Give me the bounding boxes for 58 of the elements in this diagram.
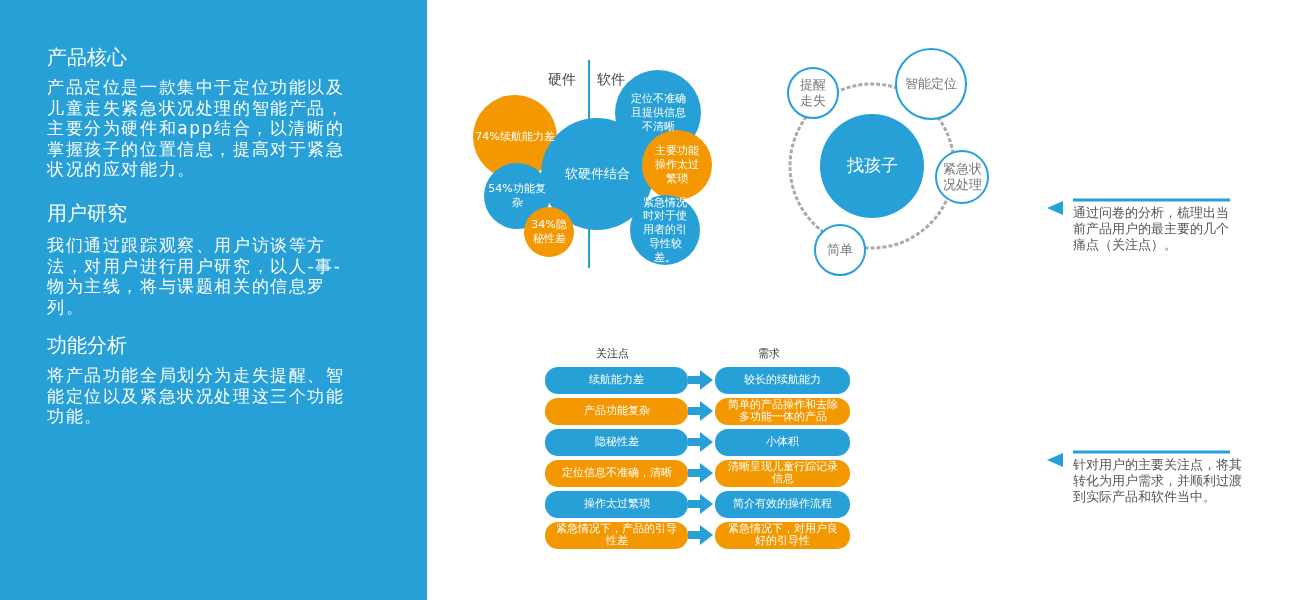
pill-label: 紧急情况下，对用户良好的引导性 <box>726 523 839 547</box>
arrow <box>688 494 713 514</box>
pill-box <box>715 428 850 456</box>
outline-circle <box>935 150 989 204</box>
bubble-label: 主要功能操作太过繁琐 <box>654 144 700 186</box>
bubble-label: 找孩子 <box>845 155 899 177</box>
paragraph: 产品定位是一款集中于定位功能以及儿童走失紧急状况处理的智能产品，主要分为硬件和app结合，以清晰的掌握孩子的位置信息，提高对于紧急状况的应对能力。 <box>47 77 346 180</box>
paragraph: 将产品功能全局划分为走失提醒、智能定位以及紧急状况处理这三个功能功能。 <box>47 365 346 427</box>
arrow <box>688 525 713 545</box>
outline-circle <box>787 67 839 119</box>
bubble-label: 定位不准确且提供信息不清晰 <box>629 92 687 134</box>
section-heading: 产品核心 <box>47 44 128 70</box>
pill-box <box>715 490 850 518</box>
note-text: 通过问卷的分析，梳理出当前产品用户的最主要的几个痛点（关注点）。 <box>1073 205 1230 253</box>
pill-box <box>715 366 850 394</box>
note-text: 针对用户的主要关注点，将其转化为用户需求，并顺利过渡到实际产品和软件当中。 <box>1073 457 1243 505</box>
bubble-label: 紧急情况时对于使用者的引导性较差。 <box>642 195 688 265</box>
bubble-label: 简单 <box>826 241 854 259</box>
pill-box <box>545 521 688 549</box>
arrow <box>688 370 713 390</box>
pill-box <box>545 397 688 425</box>
pill-label: 隐秘性差 <box>593 436 640 448</box>
bubble-label: 紧急状况处理 <box>941 160 983 194</box>
pill-label: 操作太过繁琐 <box>582 498 651 510</box>
column-heading: 软件 <box>597 70 626 88</box>
section-heading: 功能分析 <box>47 332 128 358</box>
bubble-label: 74%续航能力差 <box>475 130 555 144</box>
bubble-label: 提醒走失 <box>799 76 827 110</box>
pill-label: 产品功能复杂 <box>582 405 651 417</box>
pill-box <box>545 366 688 394</box>
pill-label: 简介有效的操作流程 <box>732 498 833 510</box>
column-heading: 关注点 <box>596 347 630 361</box>
pill-label: 小体积 <box>765 436 800 448</box>
pill-box <box>715 521 850 549</box>
pill-label: 较长的续航能力 <box>743 374 822 386</box>
arrow <box>688 463 713 483</box>
outline-circle <box>814 224 866 276</box>
bubble <box>524 207 574 257</box>
pill-box <box>545 490 688 518</box>
pill-box <box>545 428 688 456</box>
arrow <box>688 401 713 421</box>
bubble-label: 软硬件结合 <box>563 165 631 183</box>
pill-label: 定位信息不准确，清晰 <box>560 467 673 479</box>
pill-label: 简单的产品操作和去除多功能一体的产品 <box>726 399 839 423</box>
arrow <box>688 432 713 452</box>
paragraph: 我们通过跟踪观察、用户访谈等方法，对用户进行用户研究，以人-事-物为主线，将与课题相关的信息罗列。 <box>47 235 343 317</box>
pill-box <box>545 459 688 487</box>
column-heading: 硬件 <box>548 70 577 88</box>
pill-label: 紧急情况下，产品的引导性差 <box>555 523 678 547</box>
pill-box <box>715 459 850 487</box>
bubble-label: 34%隐秘性差 <box>530 218 568 246</box>
pill-label: 清晰呈现儿童行踪记录信息 <box>726 461 839 485</box>
pill-box <box>715 397 850 425</box>
bubble-label: 54%功能复杂 <box>487 182 547 210</box>
section-heading: 用户研究 <box>47 200 128 226</box>
column-heading: 需求 <box>758 347 781 361</box>
pill-label: 续航能力差 <box>588 374 645 386</box>
bubble-label: 智能定位 <box>904 75 958 93</box>
